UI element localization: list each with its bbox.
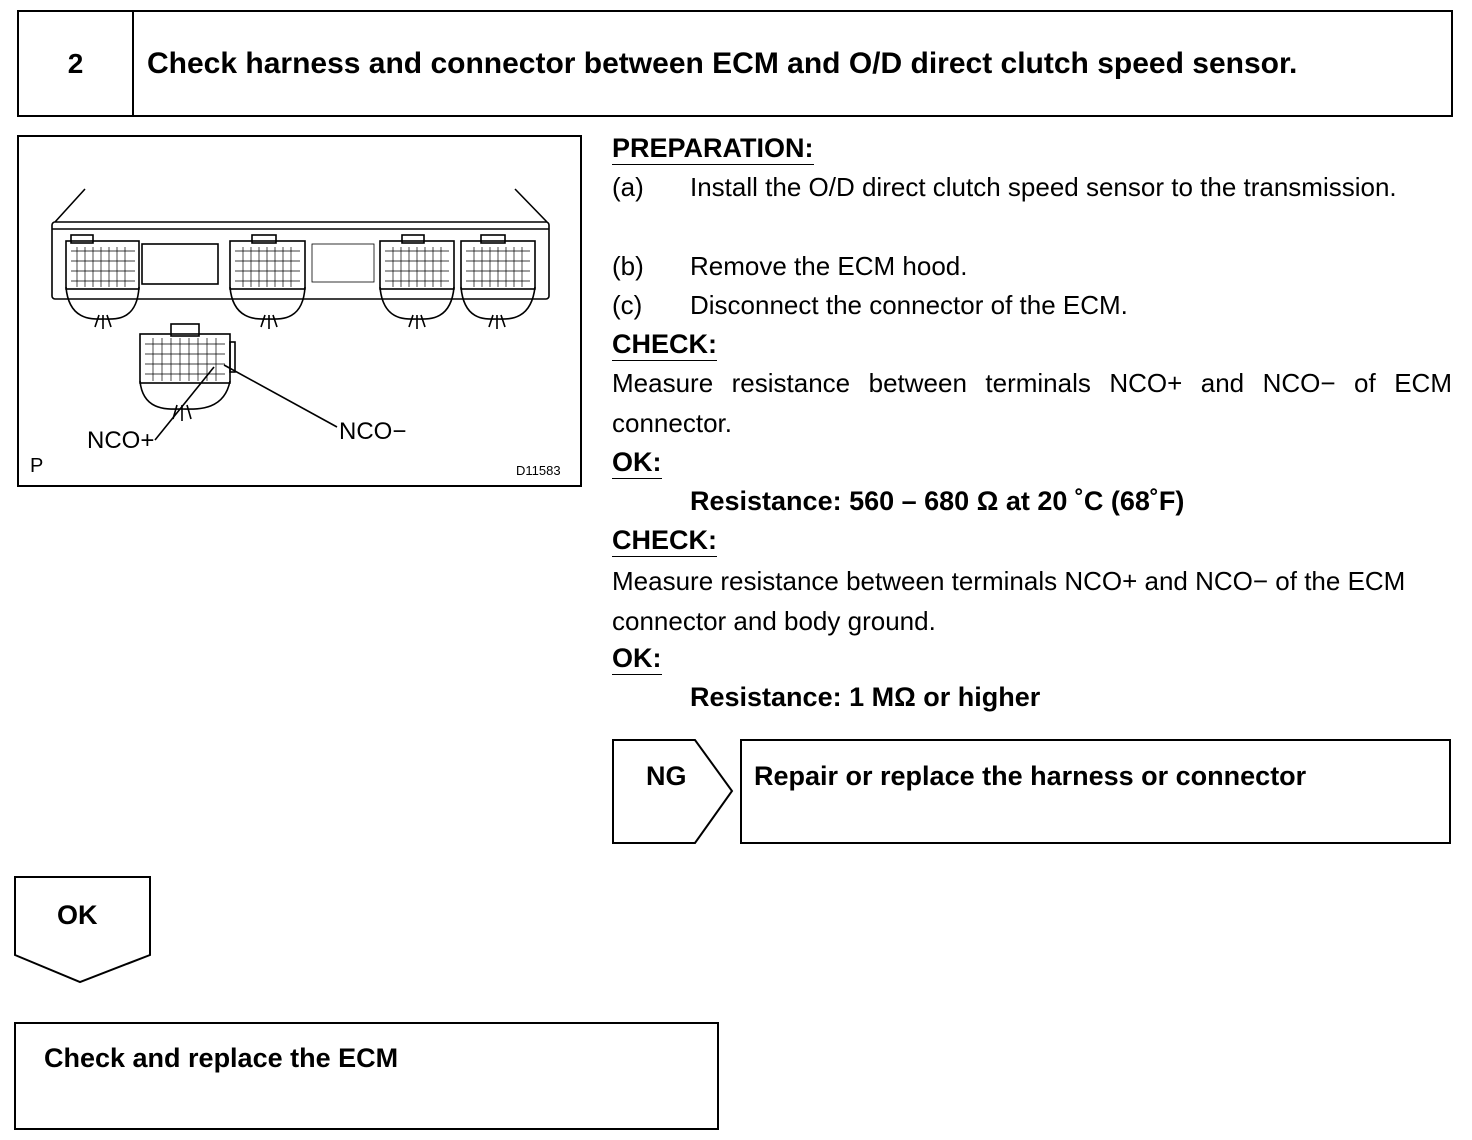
prep-step-b-text: Remove the ECM hood. <box>690 251 968 281</box>
ok-action-text: Check and replace the ECM <box>44 1043 399 1073</box>
ok1-heading: OK: <box>612 447 662 479</box>
ok2-spec: Resistance: 1 MΩ or higher <box>690 682 1041 712</box>
ecm-connector-illustration: NCO+ NCO− P D11583 <box>17 135 582 487</box>
figure-corner-label: P <box>30 455 44 477</box>
step-number: 2 <box>19 12 134 115</box>
label-nco-plus: NCO+ <box>87 427 155 454</box>
step-title: Check harness and connector between ECM … <box>147 46 1298 80</box>
ecm-connector-drawing <box>51 188 550 441</box>
prep-step-a-label: (a) <box>612 172 644 202</box>
ng-action-box <box>740 739 1451 844</box>
ok1-spec: Resistance: 560 – 680 Ω at 20 ˚C (68˚F) <box>690 486 1185 516</box>
prep-step-b-label: (b) <box>612 251 644 281</box>
check1-text: Measure resistance between terminals NCO… <box>612 368 1452 438</box>
label-nco-minus: NCO− <box>339 418 407 445</box>
prep-step-a-text: Install the O/D direct clutch speed sens… <box>690 172 1397 202</box>
ok2-heading: OK: <box>612 643 662 675</box>
step-header: 2 Check harness and connector between EC… <box>17 10 1453 117</box>
check2-heading: CHECK: <box>612 525 717 557</box>
ng-label: NG <box>646 761 687 791</box>
figure-code: D11583 <box>516 463 561 478</box>
ok-label: OK <box>57 900 98 930</box>
prep-step-c-text: Disconnect the connector of the ECM. <box>690 290 1128 320</box>
ng-arrow-shape <box>612 739 734 844</box>
ng-action-text: Repair or replace the harness or connect… <box>754 761 1307 791</box>
check1-heading: CHECK: <box>612 329 717 361</box>
ok-action-box <box>14 1022 719 1130</box>
preparation-heading: PREPARATION: <box>612 133 814 165</box>
check2-text: Measure resistance between terminals NCO… <box>612 566 1406 636</box>
ok-arrow-shape <box>14 876 151 984</box>
prep-step-c-label: (c) <box>612 290 643 320</box>
